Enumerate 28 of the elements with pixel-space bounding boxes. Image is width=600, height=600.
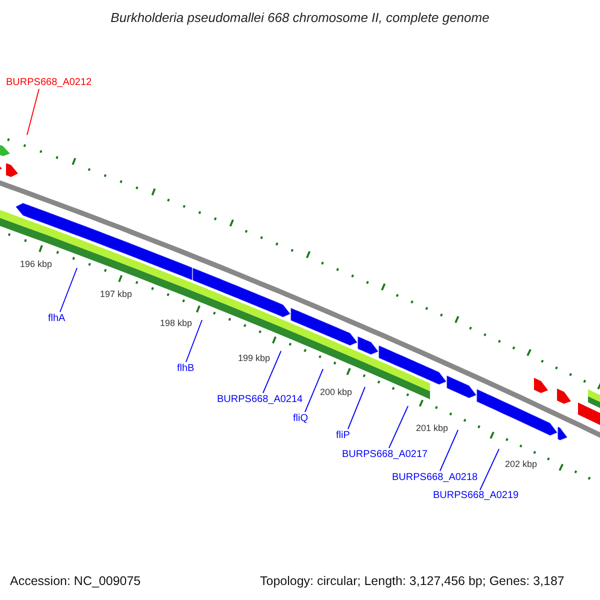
leader-line xyxy=(480,448,500,490)
leader-line xyxy=(60,268,78,312)
tick-label: 200 kbp xyxy=(320,387,352,398)
gene-label: BURPS668_A0219 xyxy=(433,489,519,502)
gene-label: fliP xyxy=(336,429,350,442)
footer-text: Accession: NC_009075 xyxy=(10,574,141,588)
leader-line xyxy=(348,386,366,430)
tick-label: 197 kbp xyxy=(100,289,132,300)
leader-line xyxy=(262,350,282,394)
tick-label: 198 kbp xyxy=(160,318,192,329)
tick-label: 196 kbp xyxy=(20,259,52,270)
footer-text: Topology: circular; Length: 3,127,456 bp; Genes: 3,187 xyxy=(260,574,564,588)
leader-line xyxy=(388,406,408,448)
leader-line xyxy=(440,430,458,472)
leader-line xyxy=(26,88,40,136)
tick-label: 201 kbp xyxy=(416,423,448,434)
gene-label: BURPS668_A0212 xyxy=(6,76,92,89)
leader-line xyxy=(186,320,202,362)
gene-label: flhA xyxy=(48,312,66,325)
map-title: Burkholderia pseudomallei 668 chromosome II, complete genome xyxy=(110,10,490,25)
gene-label: fliQ xyxy=(293,412,308,425)
gene-label: flhB xyxy=(177,362,194,375)
gene-label: BURPS668_A0214 xyxy=(217,393,303,406)
tick-label: 202 kbp xyxy=(505,459,538,470)
gene-label: BURPS668_A0217 xyxy=(342,448,428,461)
tick-label: 199 kbp xyxy=(238,353,270,364)
gene-label: BURPS668_A0218 xyxy=(392,471,478,484)
leader-line xyxy=(304,368,324,412)
